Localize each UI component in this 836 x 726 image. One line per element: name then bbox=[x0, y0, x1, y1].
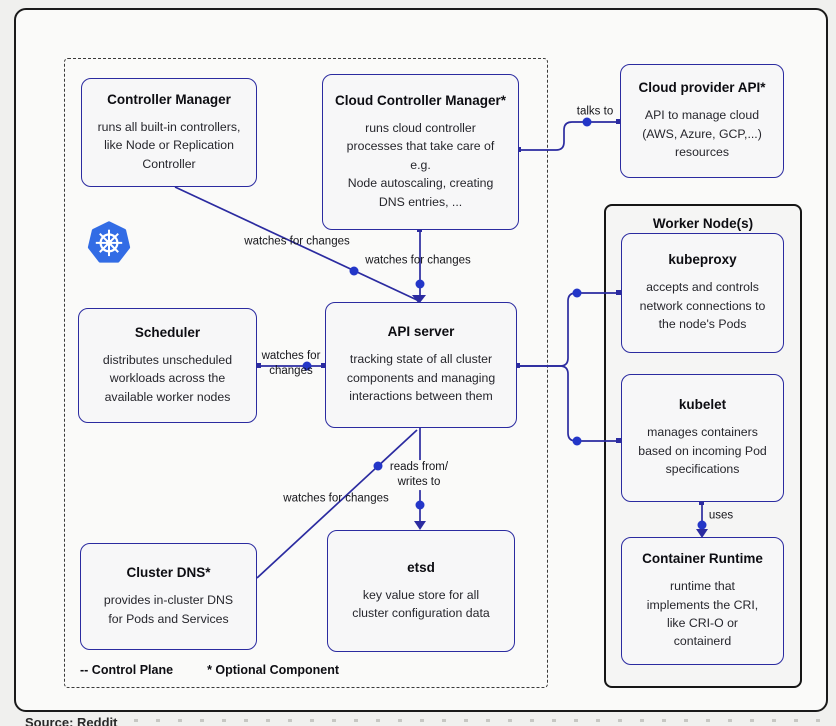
node-body: key value store for all cluster configur… bbox=[352, 587, 490, 620]
kubernetes-logo-icon bbox=[87, 221, 131, 263]
legend: -- Control Plane * Optional Component bbox=[80, 663, 500, 677]
source-caption: Source: Reddit bbox=[25, 715, 118, 726]
edge-label-talks-to: talks to bbox=[576, 105, 614, 118]
edge-ccm-to-cloud-provider-api bbox=[519, 121, 619, 151]
edge-dot bbox=[373, 461, 383, 471]
arrowhead-into-api-server bbox=[412, 295, 426, 304]
edge-label-watches-for-changes: watches for changes bbox=[244, 235, 350, 248]
node-title: Cluster DNS* bbox=[126, 565, 211, 581]
node-kubeproxy: kubeproxy accepts and controls network c… bbox=[621, 233, 784, 353]
node-container-runtime: Container Runtime runtime that implement… bbox=[621, 537, 784, 665]
edge-label-uses: uses bbox=[708, 509, 734, 522]
node-body: API to manage cloud (AWS, Azure, GCP,...… bbox=[642, 108, 762, 160]
edge-connector bbox=[699, 500, 704, 505]
edge-dot bbox=[572, 436, 582, 446]
node-cloud-controller-manager: Cloud Controller Manager* runs cloud con… bbox=[322, 74, 519, 230]
node-title: Scheduler bbox=[134, 324, 201, 340]
node-title: Cloud provider API* bbox=[638, 80, 766, 96]
edge-dot bbox=[302, 361, 312, 371]
edge-dot bbox=[572, 288, 582, 298]
edge-connector bbox=[616, 290, 621, 295]
node-title: kubeproxy bbox=[668, 252, 737, 268]
edge-controller-manager-to-api-server bbox=[174, 186, 418, 301]
edge-connector bbox=[616, 119, 621, 124]
node-api-server: API server tracking state of all cluster… bbox=[325, 302, 517, 428]
node-etsd: etsd key value store for all cluster con… bbox=[327, 530, 515, 652]
node-body: manages containers based on incoming Pod… bbox=[638, 425, 767, 477]
node-cloud-provider-api: Cloud provider API* API to manage cloud … bbox=[620, 64, 784, 178]
edge-connector bbox=[321, 363, 326, 368]
worker-group-title: Worker Node(s) bbox=[652, 216, 754, 231]
node-title: Cloud Controller Manager* bbox=[334, 92, 506, 108]
edge-dot bbox=[415, 279, 425, 289]
node-title: Container Runtime bbox=[642, 551, 763, 567]
edge-label-watches-for-changes: watches for changes bbox=[261, 350, 321, 377]
node-controller-manager: Controller Manager runs all built-in con… bbox=[81, 78, 257, 187]
node-scheduler: Scheduler distributes unscheduled worklo… bbox=[78, 308, 257, 423]
legend-optional-component: * Optional Component bbox=[207, 663, 339, 677]
edge-dot bbox=[697, 520, 707, 530]
edge-connector bbox=[515, 363, 520, 368]
edge-label-reads-from-writes-to: reads from/ writes to bbox=[386, 460, 452, 490]
control-plane-boundary bbox=[64, 58, 548, 688]
edge-cluster-dns-to-api-server bbox=[256, 429, 418, 579]
edge-dot bbox=[349, 266, 359, 276]
edge-connector bbox=[616, 438, 621, 443]
node-cluster-dns: Cluster DNS* provides in-cluster DNS for… bbox=[80, 543, 257, 650]
edge-dot bbox=[582, 117, 592, 127]
legend-control-plane: -- Control Plane bbox=[80, 663, 174, 677]
node-kubelet: kubelet manages containers based on inco… bbox=[621, 374, 784, 502]
node-body: runs cloud controller processes that tak… bbox=[346, 120, 495, 209]
node-body: provides in-cluster DNS for Pods and Ser… bbox=[103, 593, 234, 626]
node-title: API server bbox=[387, 324, 455, 340]
cropped-bottom-dotted-line bbox=[112, 719, 828, 722]
edge-api-server-to-kubeproxy bbox=[517, 292, 619, 367]
edge-connector bbox=[256, 363, 261, 368]
node-title: Controller Manager bbox=[107, 91, 231, 107]
edge-api-server-to-kubelet bbox=[517, 365, 619, 442]
node-title: etsd bbox=[407, 559, 435, 575]
node-body: accepts and controls network connections… bbox=[639, 280, 766, 332]
node-body: distributes unscheduled workloads across… bbox=[102, 352, 233, 404]
node-body: runtime that implements the CRI, like CR… bbox=[646, 579, 759, 649]
node-body: tracking state of all cluster components… bbox=[346, 352, 496, 404]
node-body: runs all built-in controllers, like Node… bbox=[97, 119, 241, 171]
node-title: kubelet bbox=[678, 397, 727, 413]
arrowhead-into-etsd bbox=[414, 521, 426, 530]
arrowhead-into-container-runtime bbox=[696, 529, 708, 538]
edge-dot bbox=[415, 500, 425, 510]
edge-label-watches-for-changes: watches for changes bbox=[365, 254, 471, 267]
edge-label-watches-for-changes: watches for changes bbox=[283, 492, 389, 505]
